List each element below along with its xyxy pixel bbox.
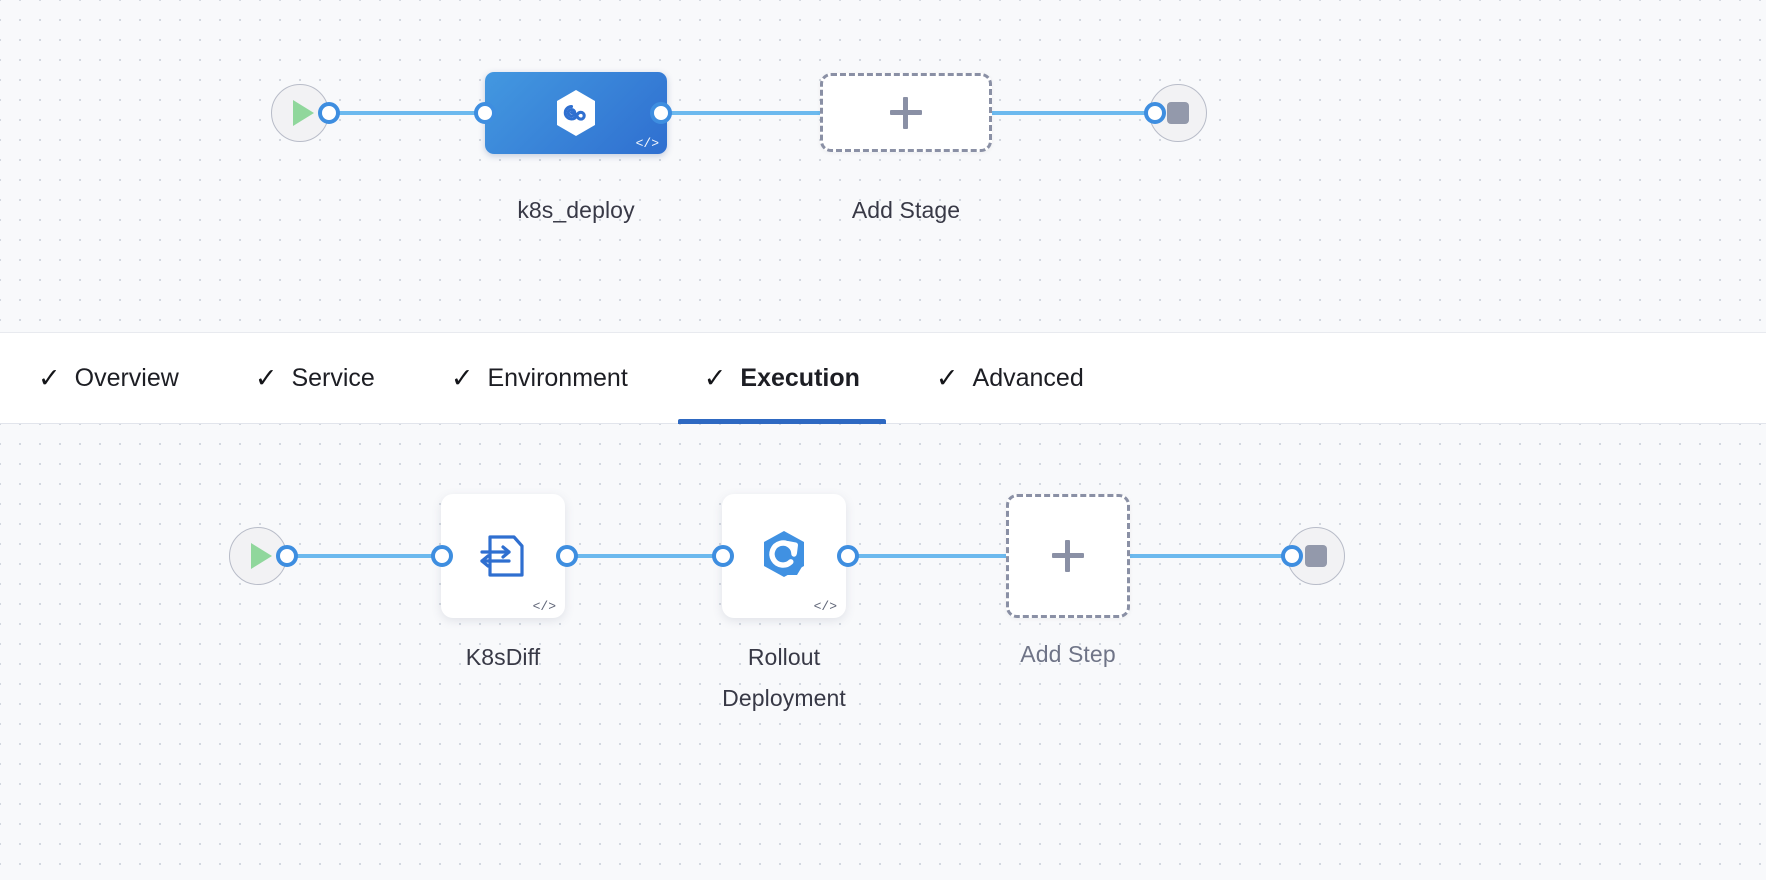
tab-environment[interactable]: ✓ Environment	[441, 333, 638, 423]
stage-config-tabs[interactable]: ✓ Overview ✓ Service ✓ Environment ✓ Exe…	[0, 333, 1766, 424]
tab-execution-label: Execution	[740, 363, 860, 392]
document-diff-icon	[480, 535, 524, 577]
play-icon	[250, 543, 272, 569]
tab-environment-label: Environment	[487, 363, 628, 392]
execution-end-input-port[interactable]	[1281, 545, 1303, 567]
tab-overview[interactable]: ✓ Overview	[28, 333, 189, 423]
execution-start-node[interactable]	[229, 527, 287, 585]
stop-icon	[1167, 102, 1189, 124]
play-icon	[292, 100, 314, 126]
check-icon: ✓	[38, 362, 61, 393]
plus-icon	[890, 96, 922, 129]
execution-end-node[interactable]	[1287, 527, 1345, 585]
tab-advanced-label: Advanced	[972, 363, 1084, 392]
connector-k8sdiff-to-rollout	[567, 554, 732, 558]
tab-execution[interactable]: ✓ Execution	[677, 333, 887, 424]
k8sdiff-output-port[interactable]	[556, 545, 578, 567]
connector-rollout-to-addstep	[848, 554, 1013, 558]
k8sdiff-input-port[interactable]	[431, 545, 453, 567]
stage-code-badge[interactable]: </>	[635, 136, 659, 151]
step-node-rollout-deployment[interactable]: </>	[722, 494, 846, 618]
connector-stage-to-addstage	[661, 111, 826, 115]
check-icon: ✓	[935, 362, 959, 393]
stage-label-k8s-deploy: k8s_deploy	[517, 197, 635, 223]
rollout-output-port[interactable]	[837, 545, 859, 567]
check-icon: ✓	[450, 362, 474, 393]
step-label-rollout-deployment: Rollout Deployment	[722, 644, 846, 711]
kubernetes-hexagon-icon	[557, 90, 595, 136]
step-code-badge[interactable]: </>	[532, 599, 556, 614]
start-output-port[interactable]	[318, 102, 340, 124]
check-icon: ✓	[703, 362, 727, 393]
connector-addstage-to-end	[985, 111, 1160, 115]
rollout-hexagon-icon	[764, 531, 804, 577]
plus-icon	[1052, 540, 1084, 572]
connector-start-to-stage	[330, 111, 495, 115]
stage-graph-canvas[interactable]: </> k8s_deploy Add Stage	[0, 0, 1766, 333]
tab-service[interactable]: ✓ Service	[245, 333, 385, 423]
add-stage-button[interactable]	[820, 73, 992, 152]
step-code-badge[interactable]: </>	[813, 599, 837, 614]
stage-node-k8s-deploy[interactable]: </>	[485, 72, 667, 154]
end-input-port[interactable]	[1144, 102, 1166, 124]
connector-addstep-to-end	[1128, 554, 1296, 558]
stage-input-port[interactable]	[474, 102, 496, 124]
check-icon: ✓	[254, 362, 278, 393]
tab-advanced[interactable]: ✓ Advanced	[926, 333, 1094, 423]
tab-overview-label: Overview	[74, 363, 179, 392]
execution-start-output-port[interactable]	[276, 545, 298, 567]
stage-output-port[interactable]	[650, 102, 672, 124]
execution-graph-canvas[interactable]: </> K8sDiff </> Rollout Deployment Add S…	[0, 424, 1766, 880]
tab-service-label: Service	[291, 363, 375, 392]
add-step-label: Add Step	[1020, 641, 1116, 667]
stop-icon	[1305, 545, 1327, 567]
step-node-k8sdiff[interactable]: </>	[441, 494, 565, 618]
connector-start-to-k8sdiff	[288, 554, 453, 558]
rollout-input-port[interactable]	[712, 545, 734, 567]
add-step-button[interactable]	[1006, 494, 1130, 618]
step-label-k8sdiff: K8sDiff	[465, 644, 541, 670]
add-stage-label: Add Stage	[851, 197, 961, 223]
